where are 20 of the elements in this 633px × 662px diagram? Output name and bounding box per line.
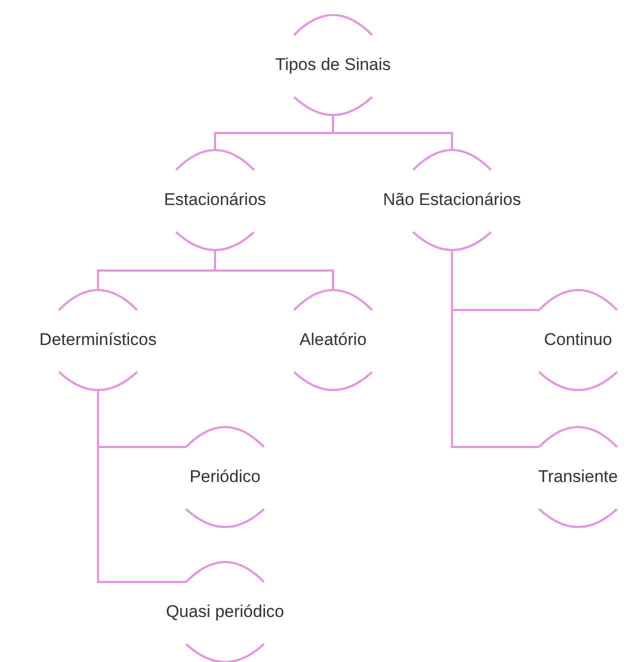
arc-node: [273, 15, 393, 115]
node-label: Periódico: [188, 467, 262, 487]
arc-node: [162, 150, 268, 250]
arc-node: [38, 290, 158, 390]
arc-node: [164, 562, 286, 662]
node-label: Não Estacionários: [382, 190, 522, 210]
arc-node: [539, 290, 617, 390]
arc-node: [294, 290, 372, 390]
node-label: Tipos de Sinais: [274, 55, 392, 75]
node-label: Determinísticos: [38, 330, 158, 350]
node-label: Estacionários: [162, 190, 268, 210]
arc-node: [536, 427, 620, 527]
node-label: Continuo: [542, 330, 614, 350]
arc-node: [186, 427, 264, 527]
connector-line: [97, 389, 186, 583]
connector-line: [451, 249, 539, 448]
node-label: Aleatório: [298, 330, 368, 350]
node-label: Transiente: [537, 467, 619, 487]
arc-node: [381, 150, 523, 250]
node-label: Quasi periódico: [164, 602, 286, 622]
